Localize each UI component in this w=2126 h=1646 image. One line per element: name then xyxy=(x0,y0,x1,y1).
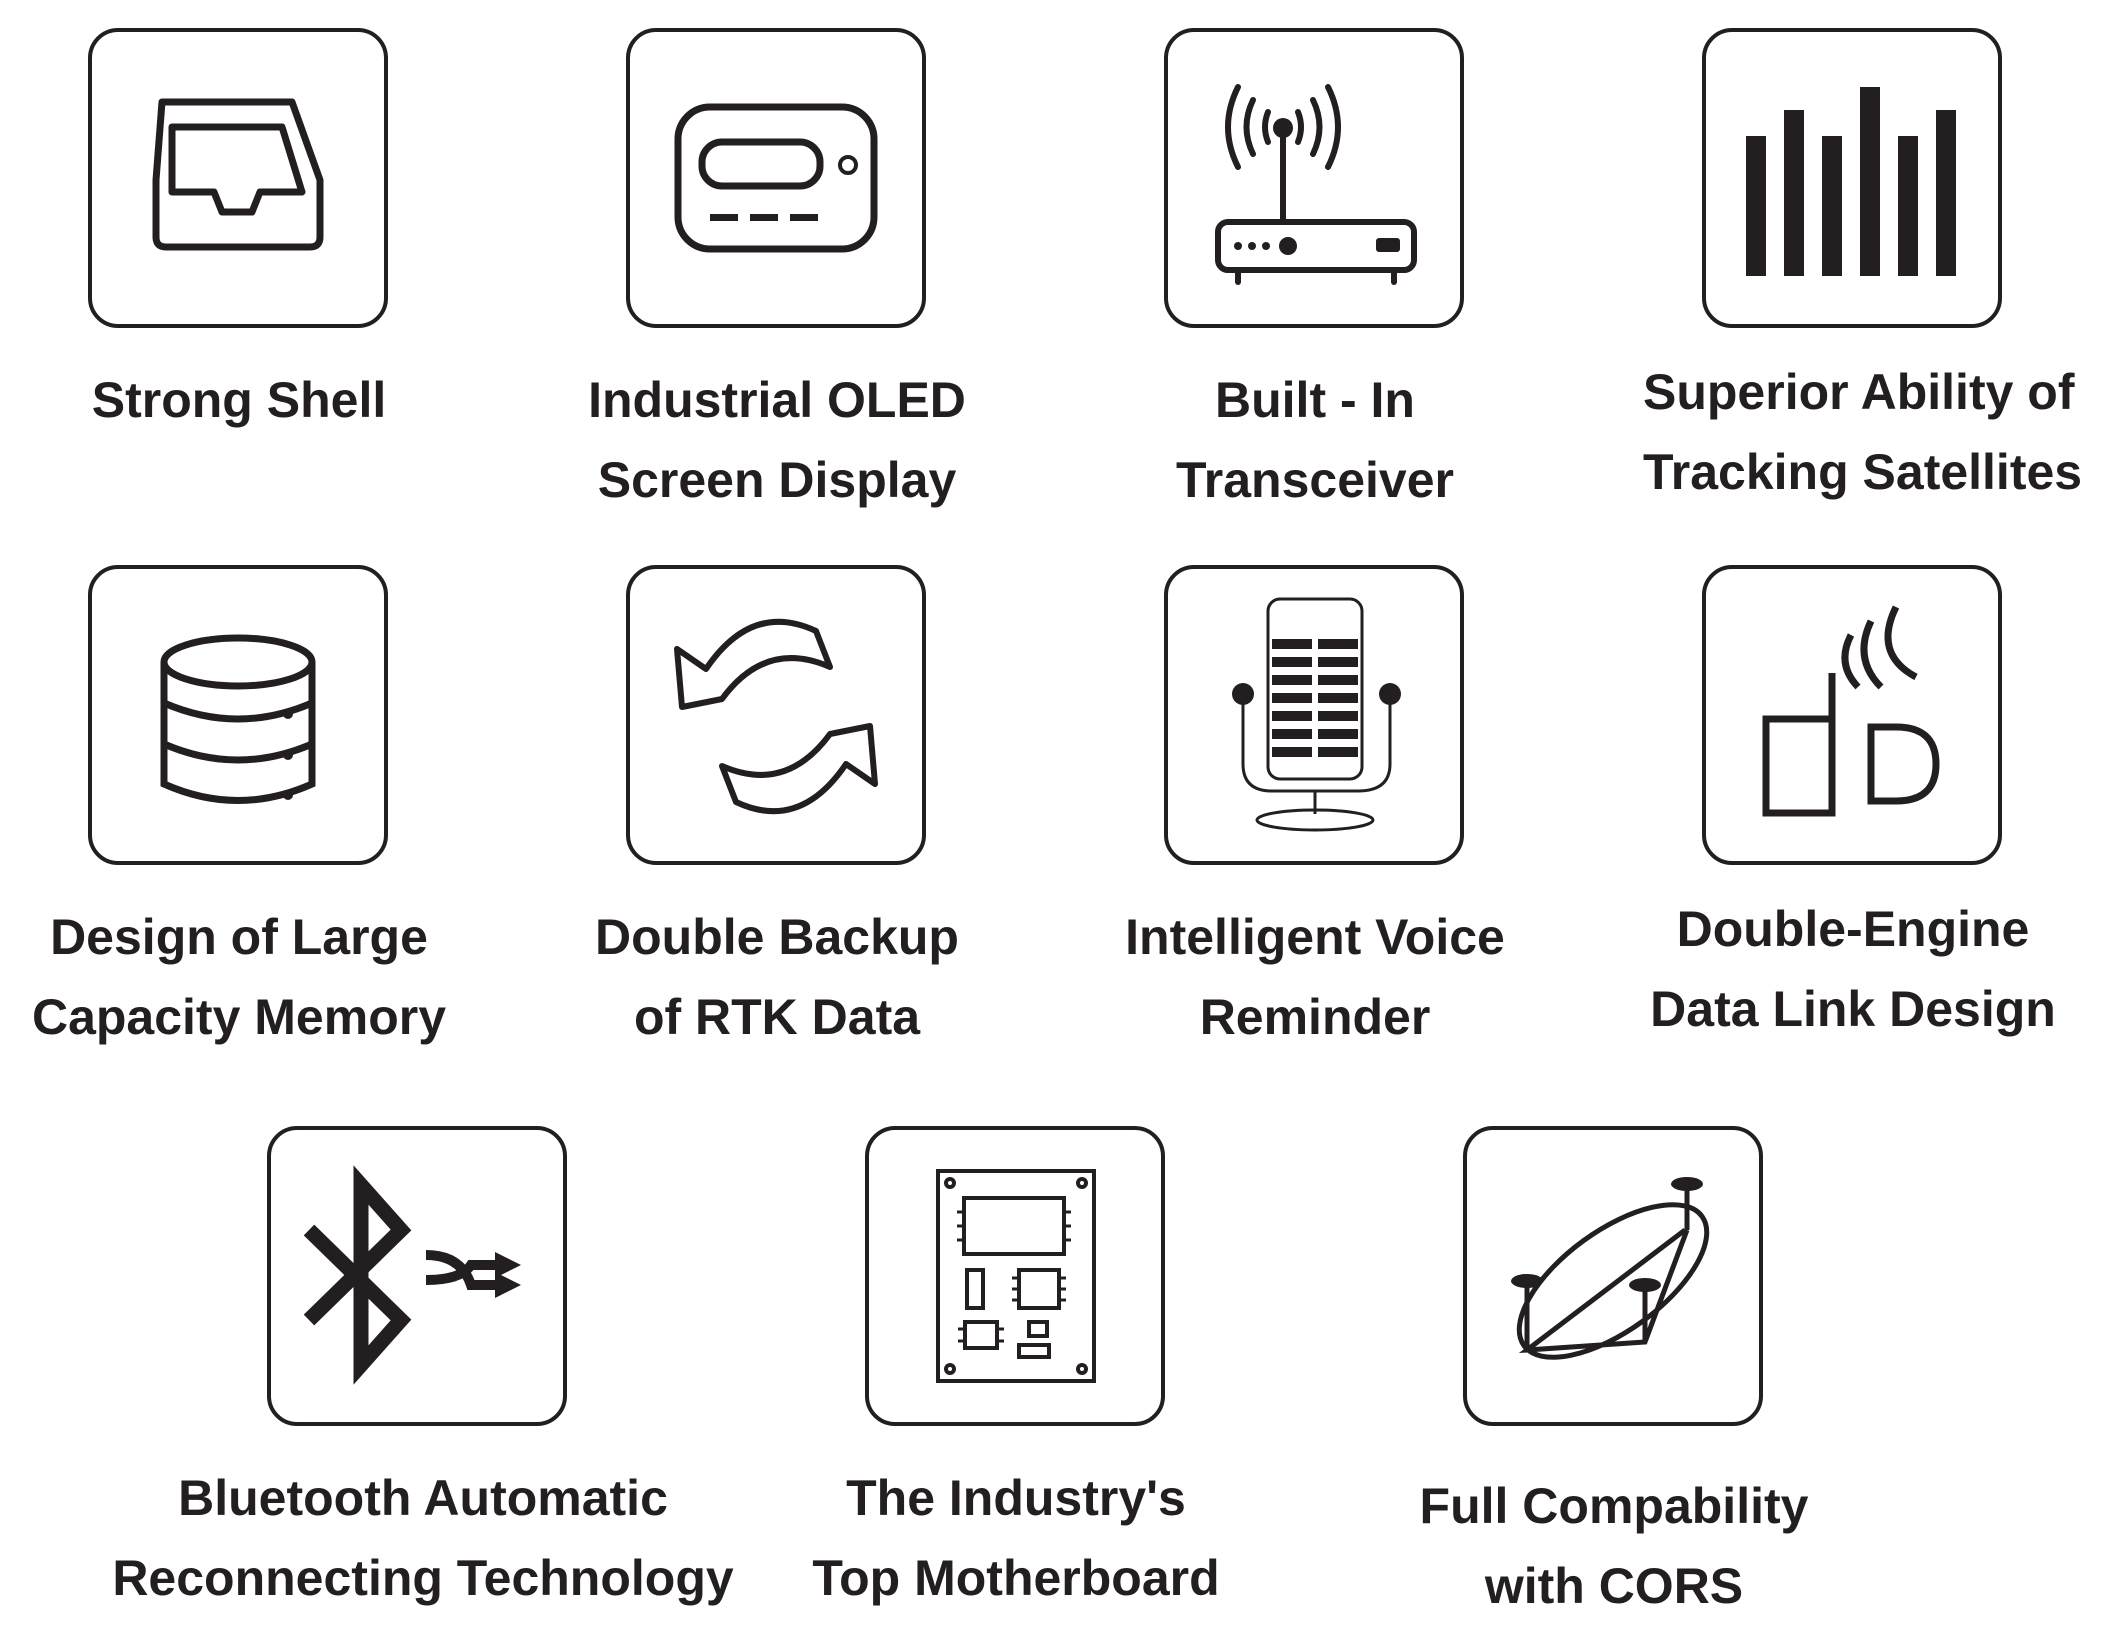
label-line-2: with CORS xyxy=(1484,1558,1744,1614)
feature-bluetooth: Bluetooth Automatic Reconnecting Technol… xyxy=(112,1126,734,1646)
label-line-1: Industrial OLED xyxy=(588,372,966,428)
feature-label: Strong Shell xyxy=(29,360,449,440)
label-line-2: Reminder xyxy=(1199,989,1431,1045)
tile xyxy=(1164,28,1464,328)
feature-strong-shell: Strong Shell xyxy=(29,28,449,548)
feature-oled: Industrial OLED Screen Display xyxy=(567,28,987,548)
feature-label: Bluetooth Automatic Reconnecting Technol… xyxy=(103,1458,743,1618)
tile xyxy=(626,565,926,865)
feature-label: Industrial OLED Screen Display xyxy=(567,360,987,520)
tile xyxy=(88,28,388,328)
feature-datalink: Double-Engine Data Link Design xyxy=(1643,565,2063,1085)
radio-router-icon xyxy=(1215,84,1417,285)
cors-network-icon xyxy=(1511,1177,1710,1360)
label-line-1: Double-Engine xyxy=(1676,901,2030,957)
microphone-icon xyxy=(1232,597,1401,832)
label-line-1: Intelligent Voice xyxy=(1125,909,1505,965)
signal-bars-icon xyxy=(1746,87,1956,276)
label-line-1: Full Compability xyxy=(1419,1478,1809,1534)
tile xyxy=(1702,565,2002,865)
tile xyxy=(1463,1126,1763,1426)
label-line-1: The Industry's xyxy=(846,1470,1186,1526)
tile xyxy=(865,1126,1165,1426)
feature-transceiver: Built - In Transceiver xyxy=(1105,28,1525,548)
oled-screen-icon xyxy=(674,103,878,253)
label-line-1: Built - In xyxy=(1215,372,1415,428)
label-line-1: Bluetooth Automatic xyxy=(178,1470,668,1526)
label-line-2: Screen Display xyxy=(597,452,957,508)
label-line-2: Tracking Satellites xyxy=(1643,444,2083,500)
label-line-2: Reconnecting Technology xyxy=(112,1550,734,1606)
datalink-icon xyxy=(1762,605,1940,817)
label-line-2: Transceiver xyxy=(1176,452,1454,508)
tile xyxy=(267,1126,567,1426)
database-icon xyxy=(160,634,316,804)
label-line-2: Data Link Design xyxy=(1650,981,2056,1037)
label-line-1: Double Backup xyxy=(595,909,959,965)
feature-cors: Full Compability with CORS xyxy=(1404,1126,1824,1646)
label-line-1: Superior Ability of xyxy=(1643,364,2075,420)
feature-label: Double-Engine Data Link Design xyxy=(1643,889,2063,1049)
tray-icon xyxy=(152,98,324,251)
feature-label: Full Compability with CORS xyxy=(1404,1466,1824,1626)
label-line-1: Design of Large xyxy=(50,909,428,965)
feature-label: Built - In Transceiver xyxy=(1105,360,1525,520)
feature-memory: Design of Large Capacity Memory xyxy=(29,565,449,1085)
feature-label: The Industry's Top Motherboard xyxy=(766,1458,1266,1618)
tile xyxy=(88,565,388,865)
feature-satellites: Superior Ability of Tracking Satellites xyxy=(1643,28,2083,548)
bluetooth-reconnect-icon xyxy=(303,1165,521,1385)
feature-label: Superior Ability of Tracking Satellites xyxy=(1643,352,2083,512)
feature-label: Design of Large Capacity Memory xyxy=(29,897,449,1057)
feature-backup: Double Backup of RTK Data xyxy=(567,565,987,1085)
tile xyxy=(626,28,926,328)
label-line-2: Capacity Memory xyxy=(31,989,447,1045)
label-line-1: Strong Shell xyxy=(91,372,387,428)
tile xyxy=(1702,28,2002,328)
feature-label: Double Backup of RTK Data xyxy=(567,897,987,1057)
feature-motherboard: The Industry's Top Motherboard xyxy=(806,1126,1226,1646)
label-line-2: of RTK Data xyxy=(633,989,921,1045)
label-line-2: Top Motherboard xyxy=(812,1550,1220,1606)
tile xyxy=(1164,565,1464,865)
sync-arrows-icon xyxy=(674,618,878,815)
feature-voice: Intelligent Voice Reminder xyxy=(1105,565,1525,1085)
circuit-board-icon xyxy=(936,1169,1096,1383)
feature-label: Intelligent Voice Reminder xyxy=(1105,897,1525,1057)
